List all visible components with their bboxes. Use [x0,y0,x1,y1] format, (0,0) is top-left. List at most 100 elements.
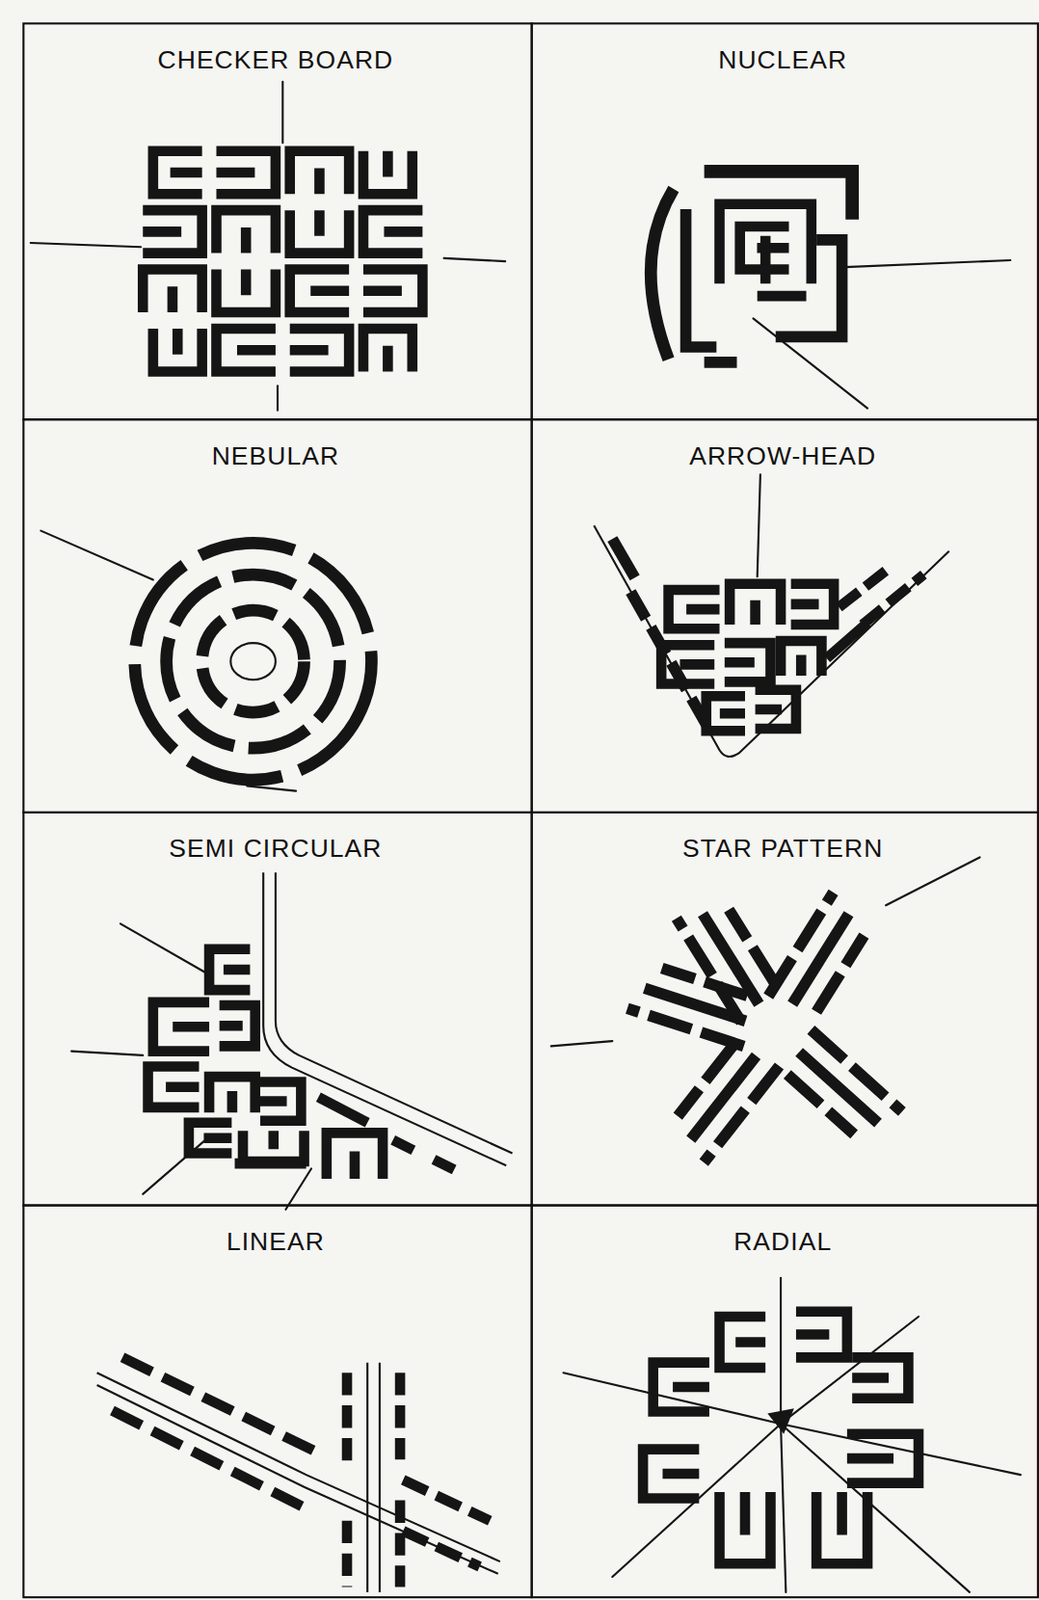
block-stroke [728,909,776,986]
road-line [285,1168,311,1209]
road-line [593,525,949,757]
house-block [706,695,746,731]
block-stroke [318,1096,368,1122]
house-block [816,1491,868,1564]
block-stroke [816,935,864,1013]
road-line [444,258,507,262]
block-stroke [395,1500,406,1588]
house-block [153,328,203,372]
pattern-panel: LINEAR [22,1204,533,1599]
road-line [97,1385,499,1574]
pattern-title: CHECKER BOARD [158,45,395,76]
house-block [290,269,349,313]
central-pond [230,642,276,680]
ring-blocks [202,610,305,713]
road-line [367,1362,380,1593]
road-line [752,318,868,408]
house-block [755,690,797,729]
block-stroke [111,1410,306,1509]
block-stroke [402,1479,490,1520]
road-line [780,1423,786,1593]
house-block [852,1357,908,1398]
pattern-title: LINEAR [226,1226,325,1257]
house-block [847,1434,919,1484]
road-line [40,531,153,581]
road-line [885,856,980,906]
house-block [724,642,772,682]
block-stroke [826,622,868,659]
block-stroke [342,1520,353,1588]
pattern-title: NUCLEAR [718,45,848,76]
pattern-panel: NUCLEAR [531,22,1039,421]
road-line [97,1372,501,1562]
house-block [215,210,275,253]
house-block [153,1002,210,1052]
pattern-title: SEMI CIRCULAR [168,833,382,864]
pattern-title: RADIAL [733,1226,832,1257]
road-line [838,260,1011,267]
road-line [779,1278,782,1424]
house-block [719,1316,767,1368]
ring-blocks [101,509,405,814]
star-arm [768,892,875,1023]
road-line [71,1051,143,1056]
house-block [363,151,413,194]
house-block [153,151,203,194]
house-block [719,1491,772,1564]
house-block [740,226,790,269]
house-block [642,1449,699,1499]
house-block [290,328,349,372]
road-line [275,872,513,1153]
block-stroke [799,1051,879,1123]
house-block [653,1362,710,1412]
block-stroke [235,1158,307,1170]
house-block [290,210,349,253]
pattern-title: NEBULAR [212,440,340,471]
pattern-title: ARROW-HEAD [689,440,877,471]
house-block [209,1076,256,1113]
house-block [215,269,275,313]
pattern-panel: CHECKER BOARD [22,22,533,421]
pattern-panel: STAR PATTERN [531,811,1039,1207]
block-stroke [704,356,738,369]
ring-blocks [166,574,341,748]
block-stroke [686,209,718,347]
block-stroke [402,1530,480,1567]
star-arm [665,1036,779,1163]
road-line [551,1040,613,1046]
house-block [668,589,720,629]
pattern-panel: NEBULAR [22,418,533,814]
star-arm [676,892,783,1023]
house-block [215,151,275,194]
block-stroke [650,188,674,360]
block-stroke [691,1055,757,1140]
road-line [30,242,141,247]
star-arm [777,1029,902,1148]
block-stroke [702,913,759,1004]
house-block [780,640,822,676]
block-stroke [342,1372,353,1470]
block-stroke [838,567,890,608]
house-block [796,1311,848,1359]
house-block [215,328,275,372]
house-block [219,1005,256,1046]
house-block [209,949,250,990]
block-stroke [787,1074,854,1135]
block-stroke [792,913,849,1004]
house-block [142,269,202,313]
road-line [780,1423,970,1593]
pattern-panel: RADIAL [531,1204,1039,1599]
road-line [120,923,210,975]
block-stroke [775,239,843,338]
road-line [612,1423,781,1577]
house-block [363,210,423,253]
block-stroke [612,538,635,578]
house-block [363,328,413,372]
road-line [757,474,761,577]
road-line [246,785,296,791]
house-block [729,584,781,625]
block-stroke [393,1140,455,1171]
block-stroke [704,171,853,220]
